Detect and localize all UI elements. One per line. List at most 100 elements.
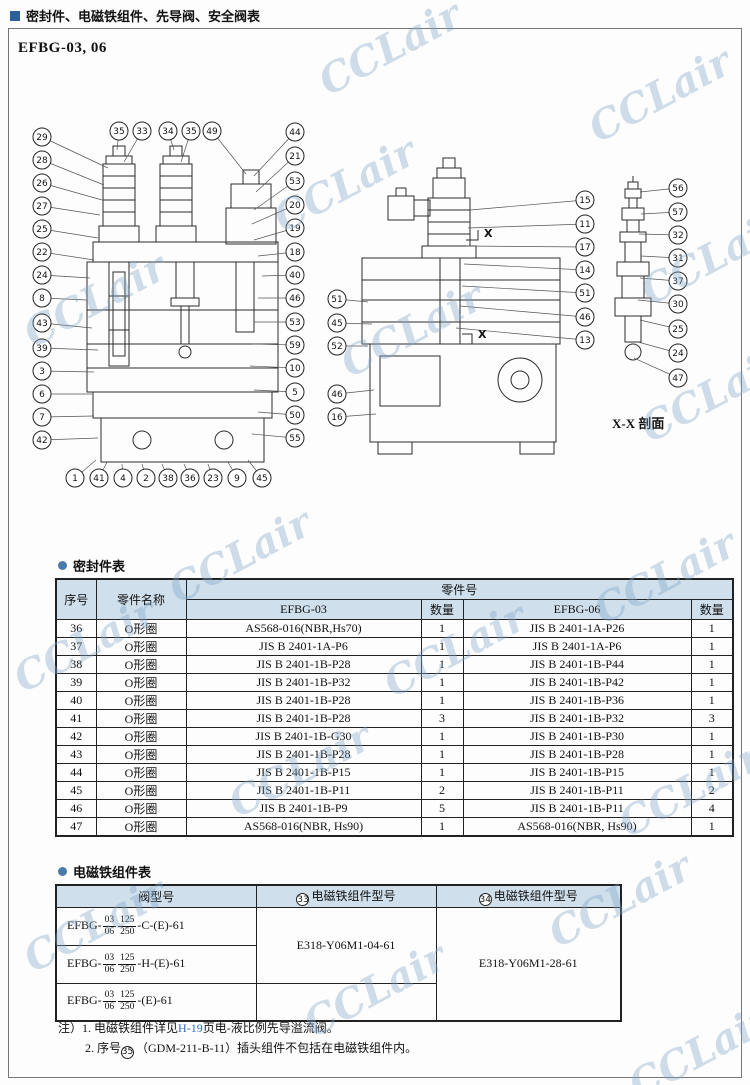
callout-45: 45: [252, 468, 272, 488]
seal-cell-q03: 1: [420, 636, 464, 656]
svg-text:14: 14: [579, 266, 591, 276]
svg-text:24: 24: [672, 349, 684, 359]
callout-50: 50: [285, 405, 305, 425]
seal-cell-no: 39: [55, 672, 97, 692]
callout-44: 44: [285, 122, 305, 142]
seal-cell-p03: JIS B 2401-1B-P11: [185, 780, 422, 800]
col-header-solenoid-34-text: 电磁铁组件型号: [493, 888, 578, 903]
callout-leader: [253, 131, 296, 177]
callout-10: 10: [285, 358, 305, 378]
model-title: EFBG-03, 06: [18, 40, 107, 56]
svg-text:52: 52: [331, 342, 342, 352]
callout-59: 59: [285, 335, 305, 355]
svg-text:24: 24: [36, 271, 48, 281]
callout-23: 23: [203, 468, 223, 488]
callout-45: 45: [327, 313, 347, 333]
callout-49: 49: [202, 121, 222, 141]
seal-cell-q06: 1: [690, 762, 734, 782]
svg-text:32: 32: [672, 231, 683, 241]
note-prefix: 注）: [58, 1021, 83, 1035]
seal-cell-p03: JIS B 2401-1B-P15: [185, 762, 422, 782]
callout-18: 18: [285, 242, 305, 262]
callout-17: 17: [575, 237, 595, 257]
seal-cell-name: O形圈: [95, 636, 187, 656]
seal-cell-q06: 2: [690, 780, 734, 800]
circled-33: 33: [296, 893, 310, 906]
title-bullet-icon: [10, 10, 20, 21]
callout-1: 1: [65, 468, 85, 488]
seal-cell-q06: 3: [690, 708, 734, 728]
svg-text:57: 57: [672, 208, 683, 218]
callout-40: 40: [285, 265, 305, 285]
col-header-name: 零件名称: [95, 578, 187, 620]
callout-leader: [455, 327, 586, 341]
seal-cell-p06: JIS B 2401-1B-P32: [462, 708, 692, 728]
seal-cell-p06: JIS B 2401-1B-P15: [462, 762, 692, 782]
svg-text:33: 33: [136, 127, 147, 137]
model-text: EFBG-: [67, 993, 102, 1008]
svg-text:39: 39: [36, 344, 48, 354]
callout-30: 30: [668, 294, 688, 314]
callout-leader: [41, 182, 103, 201]
svg-text:13: 13: [579, 336, 590, 346]
svg-text:27: 27: [36, 202, 47, 212]
callout-55: 55: [285, 428, 305, 448]
seal-cell-p03: JIS B 2401-1B-P28: [185, 654, 422, 674]
callout-21: 21: [285, 146, 305, 166]
seal-cell-q06: 1: [690, 618, 734, 638]
seal-cell-p06: JIS B 2401-1A-P6: [462, 636, 692, 656]
seal-cell-no: 42: [55, 726, 97, 746]
col-header-qty06: 数量: [690, 598, 734, 620]
callout-35: 35: [181, 121, 201, 141]
svg-text:18: 18: [289, 248, 301, 258]
model-text: -H-(E)-61: [137, 955, 186, 970]
model-text: -C-(E)-61: [137, 917, 185, 932]
note-1-post: 页电-液比例先导溢流阀。: [202, 1021, 339, 1035]
callout-46: 46: [575, 307, 595, 327]
solenoid-table-title-text: 电磁铁组件表: [73, 865, 152, 880]
model-text: EFBG-: [67, 917, 102, 932]
callout-46: 46: [327, 384, 347, 404]
note-2-post: （GDM-211-B-11）插头组件不包括在电磁铁组件内。: [136, 1041, 418, 1055]
callout-leader: [41, 159, 105, 186]
svg-text:16: 16: [331, 413, 343, 423]
svg-text:29: 29: [36, 133, 48, 143]
page-ref-link[interactable]: H-19: [178, 1021, 203, 1035]
callout-24: 24: [32, 265, 52, 285]
footnotes: 注）1. 电磁铁组件详见H-19页电-液比例先导溢流阀。 2. 序号35（GDM…: [58, 1018, 417, 1059]
seal-cell-q06: 1: [690, 726, 734, 746]
seal-cell-p06: JIS B 2401-1B-P11: [462, 798, 692, 818]
seal-cell-no: 38: [55, 654, 97, 674]
callout-6: 6: [32, 384, 52, 404]
svg-text:53: 53: [289, 318, 300, 328]
callout-39: 39: [32, 338, 52, 358]
callout-leader-lines: [41, 130, 679, 479]
solenoid-34-part: E318-Y06M1-28-61: [435, 906, 622, 1022]
callout-13: 13: [575, 330, 595, 350]
callout-33: 33: [132, 121, 152, 141]
callout-31: 31: [668, 248, 688, 268]
col-header-efbg06: EFBG-06: [462, 598, 692, 620]
svg-text:46: 46: [331, 390, 343, 400]
note-1-pre: 1. 电磁铁组件详见: [82, 1021, 179, 1035]
section-cut-letter: X: [484, 227, 493, 240]
svg-text:31: 31: [672, 254, 683, 264]
svg-text:7: 7: [39, 413, 45, 423]
callout-leader: [461, 285, 586, 294]
seal-cell-name: O形圈: [95, 618, 187, 638]
seal-cell-q03: 1: [420, 690, 464, 710]
callout-25: 25: [32, 219, 52, 239]
svg-text:15: 15: [579, 196, 590, 206]
svg-text:51: 51: [579, 289, 590, 299]
callout-41: 41: [89, 468, 109, 488]
callout-51: 51: [327, 289, 347, 309]
svg-text:46: 46: [289, 294, 301, 304]
